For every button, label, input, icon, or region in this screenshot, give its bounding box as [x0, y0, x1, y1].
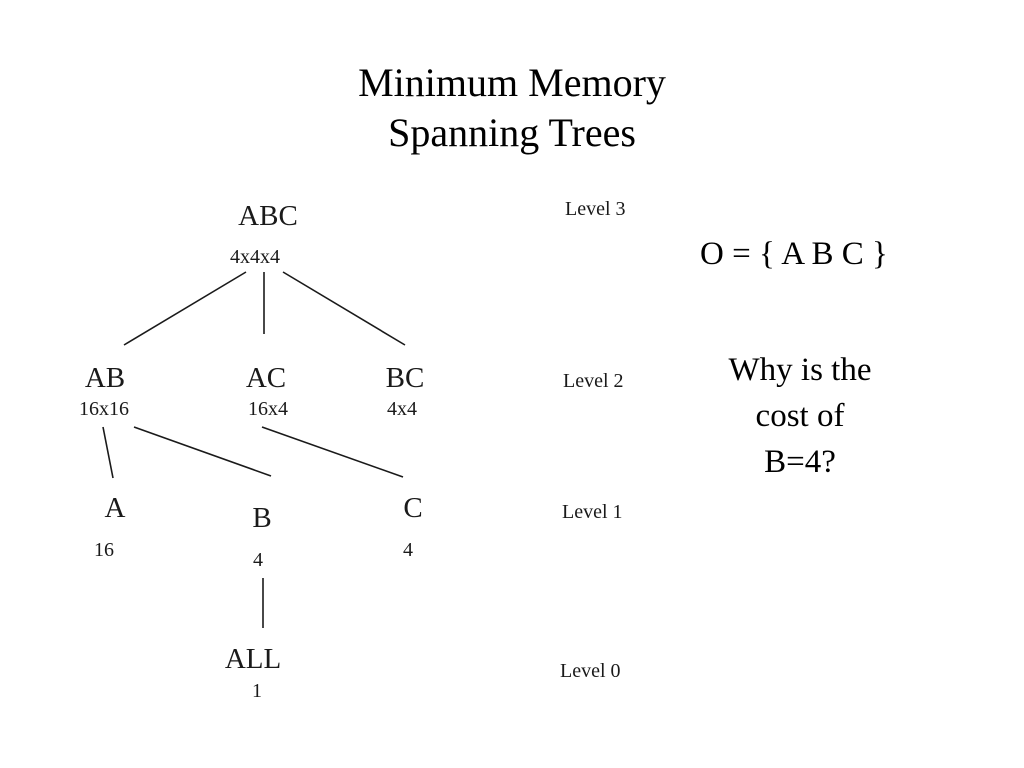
node-b-size: 4: [253, 549, 263, 571]
node-all-label: ALL: [225, 643, 281, 675]
lattice-edges: [102, 271, 406, 628]
node-ab-label: AB: [85, 362, 125, 394]
level-1-label: Level 1: [562, 501, 623, 523]
node-bc-label: BC: [386, 362, 425, 394]
edge-ab-b: [133, 426, 272, 477]
edge-abc-ab: [123, 271, 247, 346]
title-line-2: Spanning Trees: [388, 110, 636, 155]
node-abc-label: ABC: [238, 200, 298, 232]
node-a-size: 16: [94, 539, 114, 561]
node-ac-size: 16x4: [248, 398, 288, 420]
edge-ab-a: [102, 426, 114, 479]
edge-ac-c: [261, 426, 404, 478]
level-3-label: Level 3: [565, 198, 626, 220]
question-line-1: Why is the: [728, 352, 872, 388]
node-c-size: 4: [403, 539, 413, 561]
node-abc-size: 4x4x4: [230, 246, 280, 268]
node-ac-label: AC: [246, 362, 286, 394]
node-b-label: B: [252, 502, 271, 534]
title-line-1: Minimum Memory: [358, 60, 666, 105]
level-0-label: Level 0: [560, 660, 621, 682]
order-statement: O = { A B C }: [700, 236, 888, 272]
question-line-3: B=4?: [764, 444, 836, 480]
question-text: Why is the cost of B=4?: [700, 347, 900, 485]
node-all-size: 1: [252, 680, 262, 702]
level-2-label: Level 2: [563, 370, 624, 392]
slide-title: Minimum Memory Spanning Trees: [0, 58, 1024, 158]
node-c-label: C: [403, 492, 422, 524]
node-ab-size: 16x16: [79, 398, 129, 420]
edge-abc-bc: [282, 271, 406, 346]
question-line-2: cost of: [755, 398, 845, 434]
node-a-label: A: [105, 492, 126, 524]
node-bc-size: 4x4: [387, 398, 417, 420]
